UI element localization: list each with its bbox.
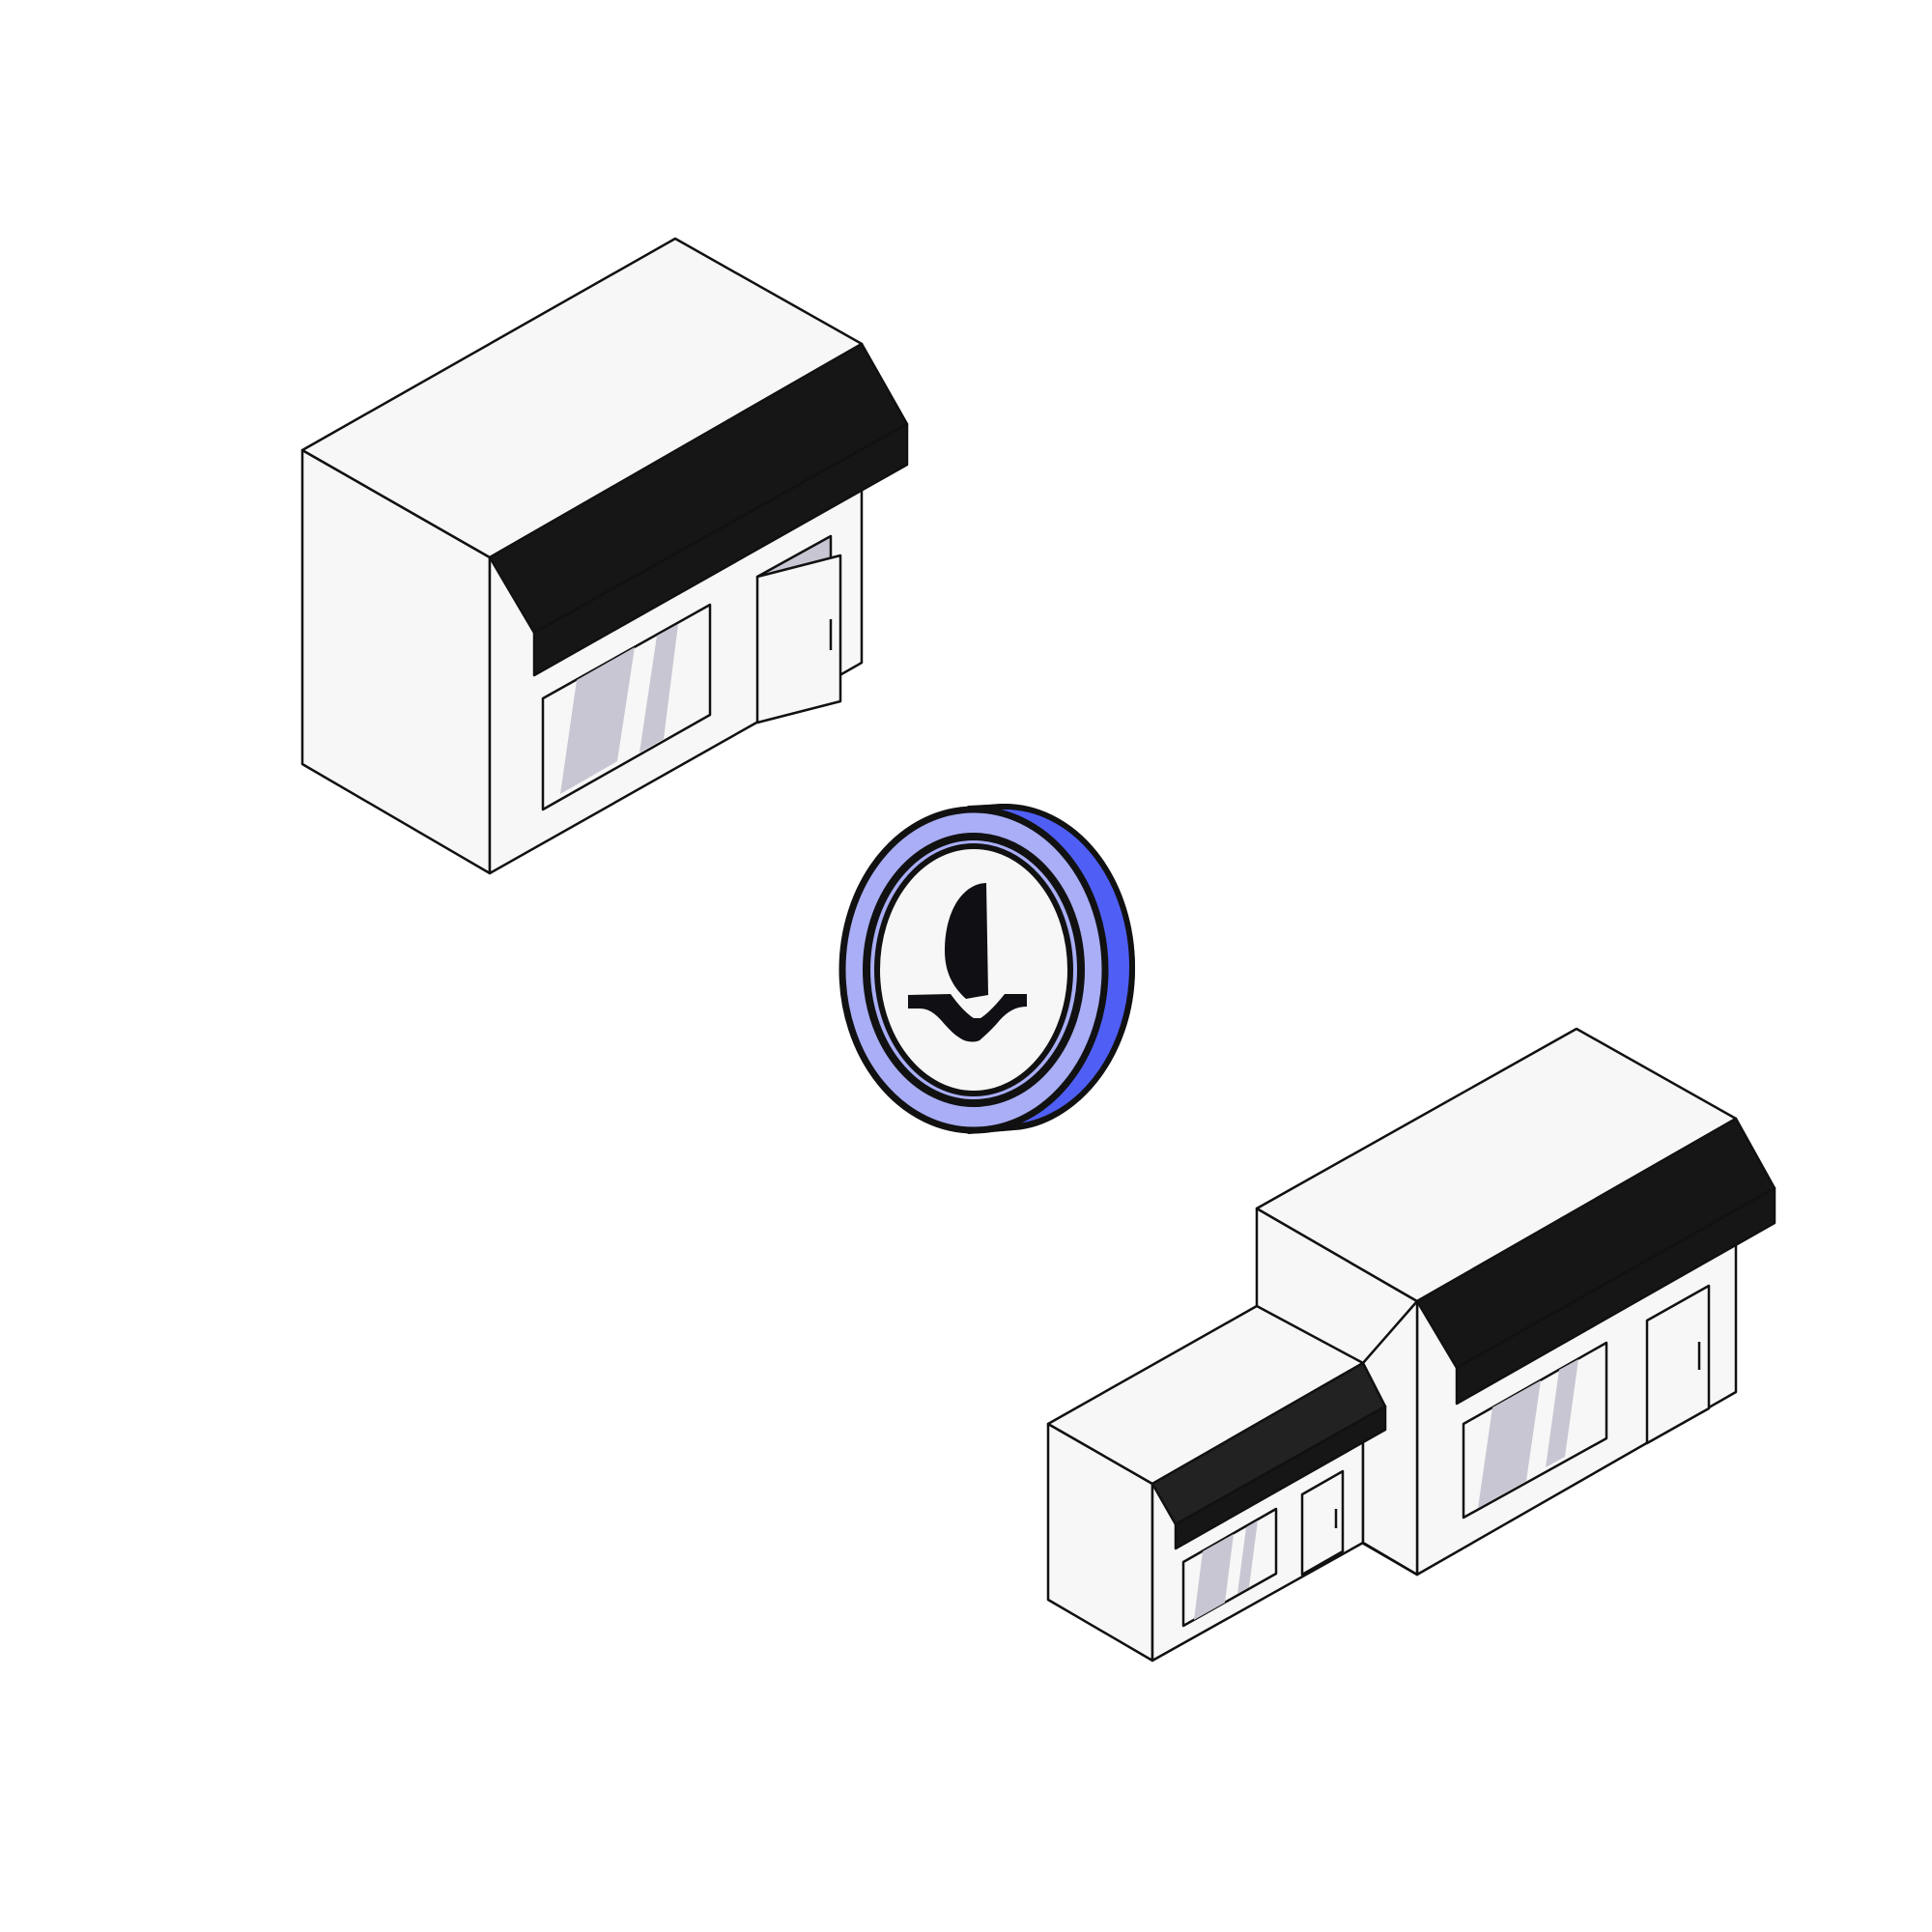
annex-awning-band (1174, 1405, 1387, 1550)
currency-symbol-icon (908, 883, 1027, 1042)
annex-window-glass (1237, 1520, 1258, 1594)
coin (838, 804, 1135, 1134)
large-store-window-glass (1546, 1359, 1578, 1467)
store-window-glass (560, 647, 635, 794)
coin-inner-ring (863, 833, 1085, 1107)
large-store-awning-band (1455, 1186, 1776, 1406)
store-awning-band (532, 422, 909, 677)
store-door (755, 554, 842, 724)
annex-connector-wall (1361, 1299, 1419, 1577)
large-store-window-glass (1478, 1380, 1541, 1508)
store-building-bottom-right (1046, 1027, 1776, 1662)
annex-door (1300, 1469, 1345, 1577)
store-window-glass (639, 624, 678, 753)
store-building-top-left (300, 237, 909, 875)
large-store-door (1645, 1284, 1711, 1445)
annex-window-glass (1194, 1534, 1234, 1620)
